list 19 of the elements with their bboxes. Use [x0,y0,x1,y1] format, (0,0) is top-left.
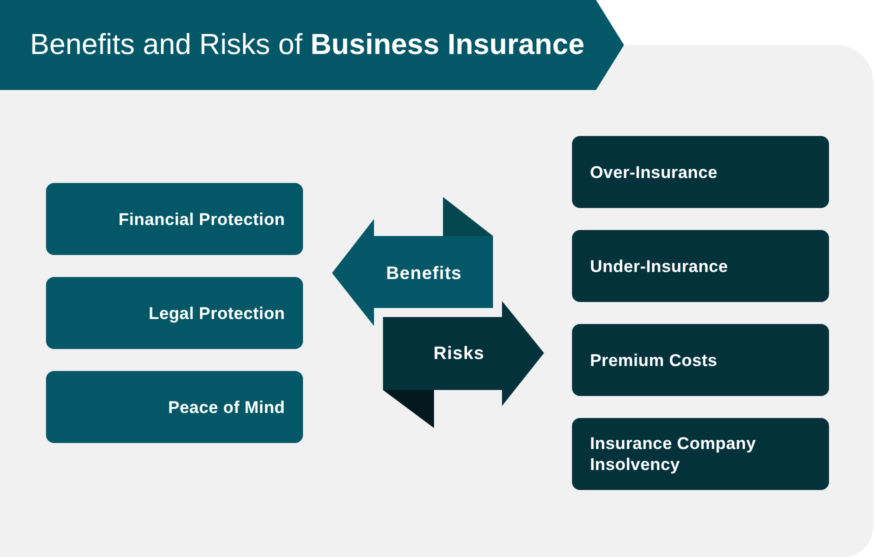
risk-card [572,324,829,396]
arrow-shape [332,197,493,326]
card-text: Premium Costs [590,350,718,370]
benefit-card [46,277,303,349]
risk-card [572,418,829,490]
card-text: Peace of Mind [168,396,285,418]
benefit-card [46,183,303,255]
card-text: Insurance Company Insolvency [590,433,757,475]
benefit-card [46,371,303,443]
card-text: Over-Insurance [590,162,718,182]
risk-card [572,136,829,208]
title: Benefits and Risks of Business Insurance [30,28,584,63]
card-text: Legal Protection [148,302,285,324]
risk-card [572,230,829,302]
card-text: Under-Insurance [590,256,728,276]
arrow-shape [383,301,544,428]
arrow-label: Benefits [386,262,462,284]
card-text: Financial Protection [118,208,285,230]
arrow-label: Risks [433,342,485,364]
